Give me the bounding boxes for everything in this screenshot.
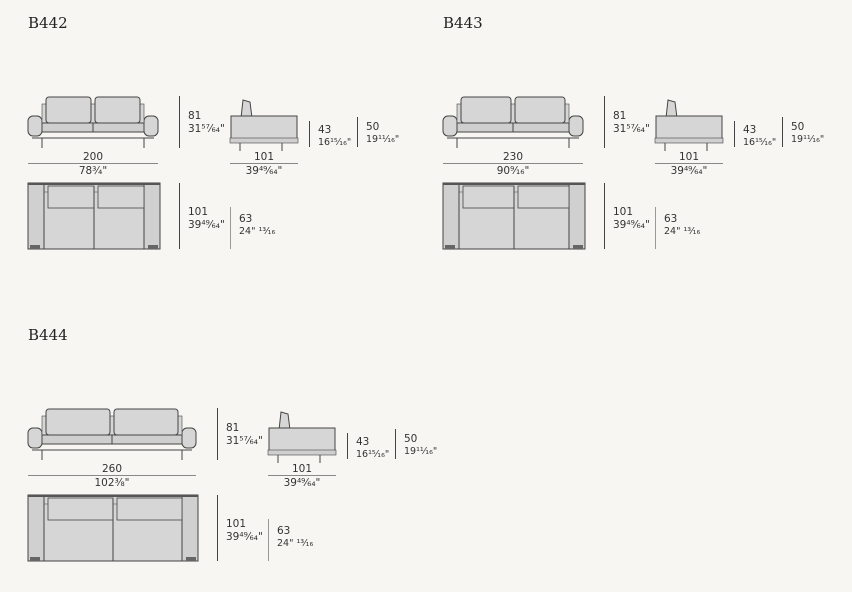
top-view-drawing [27, 494, 199, 562]
seat-depth-line [655, 207, 656, 249]
width-dimension-line [28, 475, 196, 476]
seat-height-cm: 43 [318, 124, 332, 136]
depth-dimension-line [268, 475, 336, 476]
top-depth-cm: 101 [613, 206, 634, 218]
seat-depth-line [230, 207, 231, 249]
depth-dimension-line [230, 163, 298, 164]
seat-height-in: 16¹⁵⁄₁₆" [356, 449, 390, 460]
top-view-drawing [27, 182, 161, 250]
depth-in: 39⁴⁹⁄₆₄" [670, 165, 708, 177]
depth-in: 39⁴⁹⁄₆₄" [245, 165, 283, 177]
top-depth-in: 39⁴⁹⁄₆₄" [226, 531, 263, 543]
model-name: B443 [443, 14, 483, 32]
height-in: 31⁵⁷⁄₆₄" [613, 123, 650, 135]
width-in: 102⅜" [94, 477, 130, 489]
seat-depth-in: 24" ¹³⁄₁₆ [239, 226, 276, 237]
top-depth-line [179, 183, 180, 249]
arm-height-cm: 50 [791, 121, 805, 133]
height-dimension-line [179, 96, 180, 148]
width-dimension-line [443, 163, 583, 164]
depth-dimension-line [655, 163, 723, 164]
model-name: B444 [28, 326, 68, 344]
seat-height-cm: 43 [356, 436, 370, 448]
seat-height-line [347, 433, 348, 459]
seat-depth-cm: 63 [664, 213, 678, 225]
top-depth-cm: 101 [188, 206, 209, 218]
side-view-drawing [267, 411, 337, 463]
top-depth-cm: 101 [226, 518, 247, 530]
top-depth-line [217, 495, 218, 561]
top-view-drawing [442, 182, 586, 250]
arm-height-cm: 50 [366, 121, 380, 133]
front-view-drawing [442, 96, 584, 148]
arm-height-line [357, 117, 358, 147]
height-dimension-line [217, 408, 218, 460]
height-cm: 81 [613, 110, 627, 122]
seat-height-in: 16¹⁵⁄₁₆" [743, 137, 777, 148]
depth-cm: 101 [253, 151, 275, 163]
seat-depth-cm: 63 [277, 525, 291, 537]
arm-height-line [395, 429, 396, 459]
side-view-drawing [654, 99, 724, 151]
height-cm: 81 [226, 422, 240, 434]
depth-in: 39⁴⁹⁄₆₄" [283, 477, 321, 489]
height-dimension-line [604, 96, 605, 148]
side-view-drawing [229, 99, 299, 151]
model-name: B442 [28, 14, 68, 32]
arm-height-in: 19¹¹⁄₁₆" [404, 446, 438, 457]
width-cm: 230 [502, 151, 524, 163]
arm-height-line [782, 117, 783, 147]
width-in: 78¾" [78, 165, 108, 177]
height-in: 31⁵⁷⁄₆₄" [188, 123, 225, 135]
width-dimension-line [28, 163, 158, 164]
height-in: 31⁵⁷⁄₆₄" [226, 435, 263, 447]
seat-depth-cm: 63 [239, 213, 253, 225]
top-depth-in: 39⁴⁹⁄₆₄" [613, 219, 650, 231]
seat-height-cm: 43 [743, 124, 757, 136]
top-depth-in: 39⁴⁹⁄₆₄" [188, 219, 225, 231]
front-view-drawing [27, 96, 159, 148]
seat-depth-in: 24" ¹³⁄₁₆ [664, 226, 701, 237]
seat-height-in: 16¹⁵⁄₁₆" [318, 137, 352, 148]
arm-height-cm: 50 [404, 433, 418, 445]
seat-depth-line [268, 519, 269, 561]
top-depth-line [604, 183, 605, 249]
width-cm: 200 [82, 151, 104, 163]
seat-depth-in: 24" ¹³⁄₁₆ [277, 538, 314, 549]
width-cm: 260 [101, 463, 123, 475]
arm-height-in: 19¹¹⁄₁₆" [791, 134, 825, 145]
height-cm: 81 [188, 110, 202, 122]
arm-height-in: 19¹¹⁄₁₆" [366, 134, 400, 145]
seat-height-line [309, 121, 310, 147]
depth-cm: 101 [678, 151, 700, 163]
front-view-drawing [27, 408, 197, 460]
width-in: 90⁹⁄₁₆" [496, 165, 530, 177]
seat-height-line [734, 121, 735, 147]
depth-cm: 101 [291, 463, 313, 475]
